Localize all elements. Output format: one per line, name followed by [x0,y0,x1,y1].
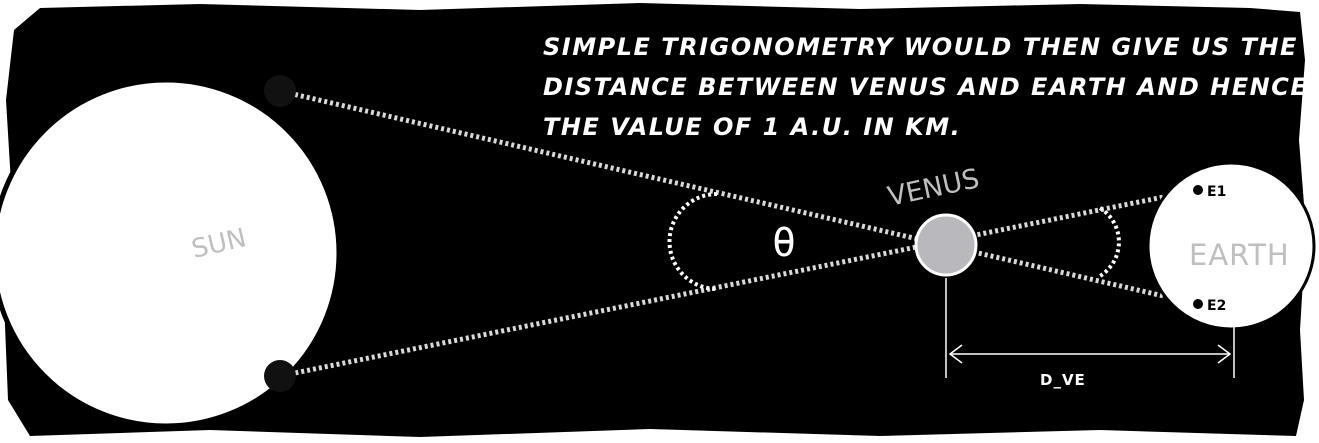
distance-label: D_VE [1040,371,1086,389]
observer-e2-label: E2 [1207,298,1226,314]
venus-disc [914,213,978,277]
sun-disc [0,77,342,429]
caption-line-1: SIMPLE TRIGONOMETRY WOULD THEN GIVE US T… [543,33,1298,61]
observer-e2-dot [1193,299,1203,309]
observer-e1-dot [1193,185,1203,195]
earth-label: EARTH [1189,238,1290,272]
sightline-e1-venus-sun-bottom [279,187,1199,379]
angle-theta-label: θ [772,220,796,266]
sightline-e2-venus-sun-top [279,88,1199,307]
angle-arc-left [667,192,718,291]
transit-spot-top [264,75,296,107]
distance-arrowhead-left [948,344,963,364]
earth-disc [1146,161,1316,331]
caption-line-3: THE VALUE OF 1 A.U. IN KM. [543,113,961,141]
distance-arrowhead-right [1217,344,1232,364]
transit-spot-bottom [264,360,296,392]
background-panel [4,3,1306,437]
caption-line-2: DISTANCE BETWEEN VENUS AND EARTH AND HEN… [543,73,1308,101]
observer-e1-label: E1 [1207,184,1226,200]
